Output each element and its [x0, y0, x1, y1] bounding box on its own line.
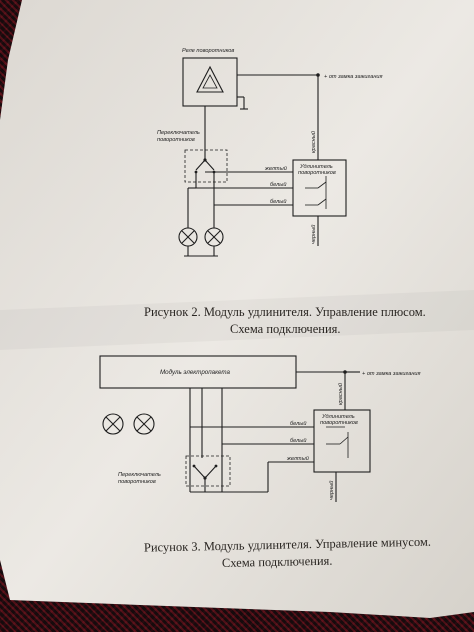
ignition-label-fig3: + от замка зажигания [362, 371, 421, 377]
caption-fig3-line2: Схема подключения. [222, 554, 333, 570]
switch-label-fig3: Переключатель [118, 472, 161, 478]
figure-2-diagram: Реле поворотников + от замка зажигания к… [157, 48, 383, 257]
caption-fig2-line2: Схема подключения. [230, 322, 341, 336]
wire-black-label-fig2: черный [310, 225, 317, 244]
wire-white2-label-fig3: белый [290, 437, 306, 444]
turn-switch-fig2 [184, 149, 228, 183]
lamp-left-fig3 [102, 413, 124, 435]
relay-label: Реле поворотников [182, 48, 234, 54]
switch-label-fig2: Переключатель [157, 130, 200, 136]
lamp-right-fig3 [133, 413, 155, 435]
svg-text:поворотников: поворотников [118, 479, 156, 485]
extender-module-fig2 [292, 159, 347, 217]
paper [0, 0, 474, 618]
wire-black-label-fig3: черный [328, 481, 335, 500]
wire-white1-label-fig3: белый [290, 420, 306, 427]
wire-white1-label-fig2: белый [270, 181, 286, 188]
svg-text:поворотников: поворотников [320, 420, 358, 426]
module-label-fig3: Удлинитель [321, 414, 355, 420]
wire-red-label-fig2: красный [310, 131, 317, 153]
relay-box [182, 57, 238, 107]
module-label-fig2: Удлинитель [299, 164, 333, 170]
wire-yellow-label-fig2: желтый [264, 165, 287, 172]
ignition-label-fig2: + от замка зажигания [324, 74, 383, 80]
figure-3-diagram: Модуль электропакета + от замка зажигани… [99, 355, 421, 502]
wire-white2-label-fig2: белый [270, 198, 286, 205]
svg-text:поворотников: поворотников [298, 170, 336, 176]
turn-switch-fig3 [185, 455, 231, 487]
caption-fig2-line1: Рисунок 2. Модуль удлинителя. Управление… [144, 305, 426, 319]
caption-fig3-line1: Рисунок 3. Модуль удлинителя. Управление… [144, 535, 431, 555]
extender-module-fig3 [313, 409, 371, 473]
svg-text:поворотников: поворотников [157, 137, 195, 143]
package-label: Модуль электропакета [160, 369, 230, 376]
wire-red-label-fig3: красный [337, 383, 344, 405]
hazard-triangle-icon [196, 65, 224, 93]
wire-yellow-label-fig3: желтый [286, 455, 309, 462]
